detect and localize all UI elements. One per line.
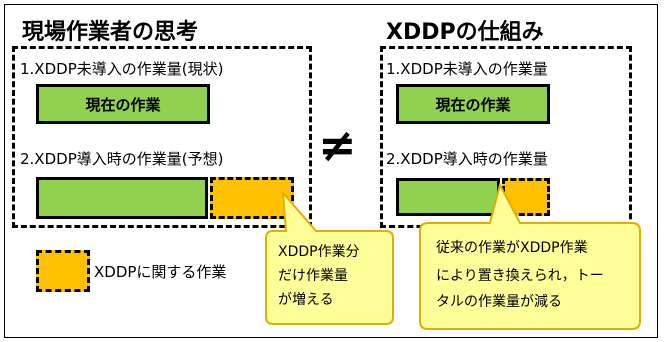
callout-right-line-2: により置き換えられ，トー <box>436 268 604 284</box>
left-current-work-bar: 現在の作業 <box>36 84 210 124</box>
callout-right-line-1: 従来の作業がXDDP作業 <box>436 240 588 256</box>
callout-left-line-2: だけ作業量 <box>278 268 348 284</box>
right-work-bar-after <box>396 178 500 216</box>
left-work-bar-after <box>36 177 208 219</box>
left-xddp-work-bar <box>210 177 294 219</box>
callout-left-shape <box>265 190 394 325</box>
right-current-work-label: 現在の作業 <box>435 95 511 114</box>
right-panel-title: XDDPの仕組み <box>384 20 546 46</box>
left-current-work-label: 現在の作業 <box>85 95 161 114</box>
callout-right-text: 従来の作業がXDDP作業 により置き換えられ，トー タルの作業量が減る <box>436 238 604 312</box>
callout-left-text: XDDP作業分 だけ作業量 が増える <box>278 242 360 310</box>
outer-frame <box>4 4 658 338</box>
legend-swatch <box>36 250 90 292</box>
right-row1-label: 1.XDDP未導入の作業量 <box>386 60 548 78</box>
left-row1-label: 1.XDDP未導入の作業量(現状) <box>20 60 224 78</box>
right-current-work-bar: 現在の作業 <box>396 84 550 124</box>
left-row2-label: 2.XDDP導入時の作業量(予想) <box>20 150 224 168</box>
callout-left-line-1: XDDP作業分 <box>278 244 360 260</box>
right-row2-label: 2.XDDP導入時の作業量 <box>386 150 548 168</box>
callout-right-shape <box>419 182 641 330</box>
not-equal-symbol: ≠ <box>318 118 357 172</box>
callout-left-line-3: が増える <box>278 292 334 308</box>
callout-right-line-3: タルの作業量が減る <box>436 294 562 310</box>
legend-label: XDDPに関する作業 <box>94 263 227 281</box>
left-panel-box <box>12 46 312 228</box>
left-panel-title: 現場作業者の思考 <box>20 20 201 46</box>
